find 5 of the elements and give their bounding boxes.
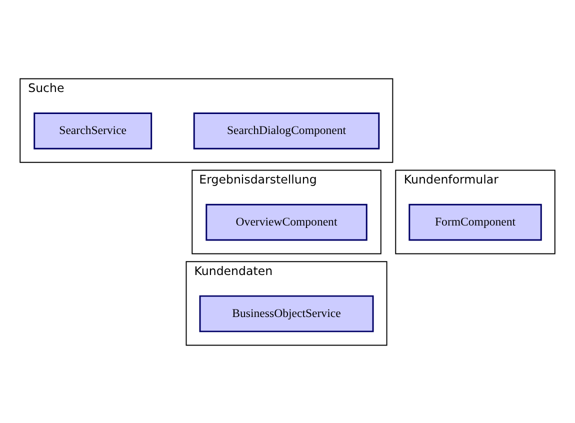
node-box: SearchDialogComponent — [193, 112, 380, 149]
node-box: SearchService — [34, 112, 152, 149]
node-box: BusinessObjectService — [199, 294, 374, 332]
node-box: OverviewComponent — [206, 203, 368, 240]
node-box: FormComponent — [408, 203, 542, 240]
